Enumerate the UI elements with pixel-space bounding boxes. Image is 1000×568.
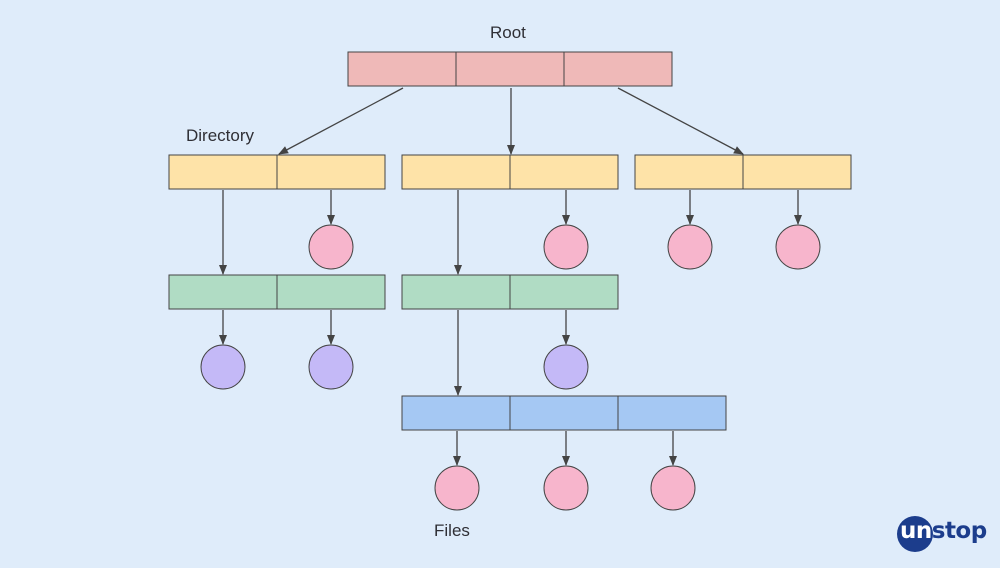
subdirectory-node [543, 344, 589, 390]
subdirectory-block-1-cell [276, 274, 386, 310]
directory-block-1-cell [168, 154, 278, 190]
subdirectory-block-2-cell [401, 274, 511, 310]
root-block-cell [563, 51, 673, 87]
directory-block-2 [401, 154, 619, 190]
directory-block-2-cell [509, 154, 619, 190]
subdirectory-block-1-cell [168, 274, 278, 310]
directory-block-3-cell [634, 154, 744, 190]
leaf-directory-block-cell [401, 395, 511, 431]
tree-edge-arrow [617, 87, 744, 155]
file-node [434, 465, 480, 511]
unstop-logo: unstop [897, 514, 989, 554]
logo-circle [897, 516, 933, 552]
leaf-directory-block-cell [509, 395, 619, 431]
directory-block-1 [168, 154, 386, 190]
directory-block-1-cell [276, 154, 386, 190]
root-block-cell [455, 51, 565, 87]
tree-edge-arrow [278, 87, 404, 155]
files-label: Files [434, 521, 470, 540]
root-label: Root [490, 23, 526, 42]
subdirectory-block-2-cell [509, 274, 619, 310]
subdirectory-block-1 [168, 274, 386, 310]
subdirectory-node [200, 344, 246, 390]
directory-block-3 [634, 154, 852, 190]
directory-block-3-cell [742, 154, 852, 190]
file-node [543, 224, 589, 270]
directory-label: Directory [186, 126, 255, 145]
file-node [543, 465, 589, 511]
file-node [775, 224, 821, 270]
leaf-directory-block-cell [617, 395, 727, 431]
file-node [650, 465, 696, 511]
leaf-directory-block [401, 395, 727, 431]
file-node [667, 224, 713, 270]
subdirectory-block-2 [401, 274, 619, 310]
subdirectory-node [308, 344, 354, 390]
file-node [308, 224, 354, 270]
logo-text: unstop [900, 518, 987, 544]
directory-block-2-cell [401, 154, 511, 190]
root-block [347, 51, 673, 87]
root-block-cell [347, 51, 457, 87]
